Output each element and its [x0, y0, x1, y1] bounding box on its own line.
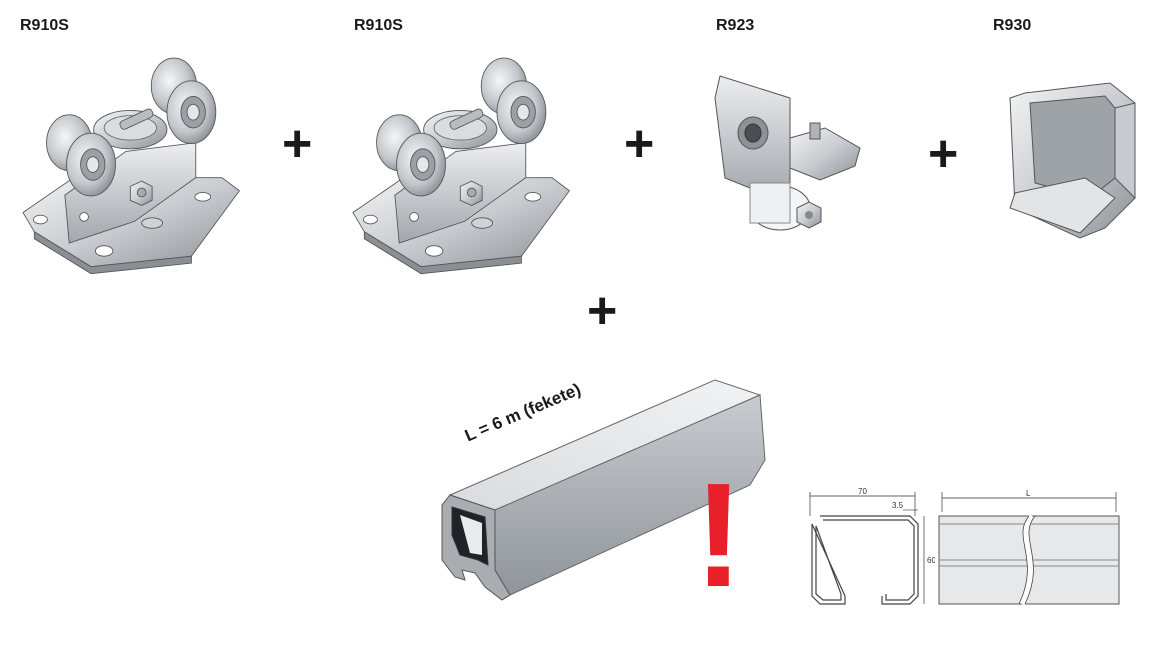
- guide-roller-r923-image: [714, 75, 861, 231]
- width-dim-label: 70: [858, 488, 867, 496]
- height-dim-label: 60: [927, 556, 935, 565]
- rail-cross-section-drawing: 70 3.5 60: [809, 488, 935, 605]
- end-cap-r930-image: [1009, 82, 1136, 239]
- plus-sign-1: +: [282, 115, 313, 173]
- trolley-r910s-image-1: [22, 57, 240, 275]
- product-code-r910s-1: R910S: [20, 17, 69, 34]
- plus-sign-3: +: [928, 125, 959, 183]
- plus-sign-2: +: [624, 115, 655, 173]
- product-code-r910s-2: R910S: [354, 17, 403, 34]
- trolley-r910s-image-2: [352, 57, 570, 275]
- warning-exclamation: !: [694, 453, 744, 618]
- rail-side-view-drawing: L: [938, 489, 1120, 606]
- plus-sign-4: +: [587, 282, 618, 340]
- product-code-r930: R930: [993, 17, 1032, 34]
- rail-profile-image: [441, 379, 766, 601]
- thickness-dim-label: 3.5: [892, 501, 904, 510]
- length-dim-label: L: [1026, 489, 1031, 498]
- product-code-r923: R923: [716, 17, 755, 34]
